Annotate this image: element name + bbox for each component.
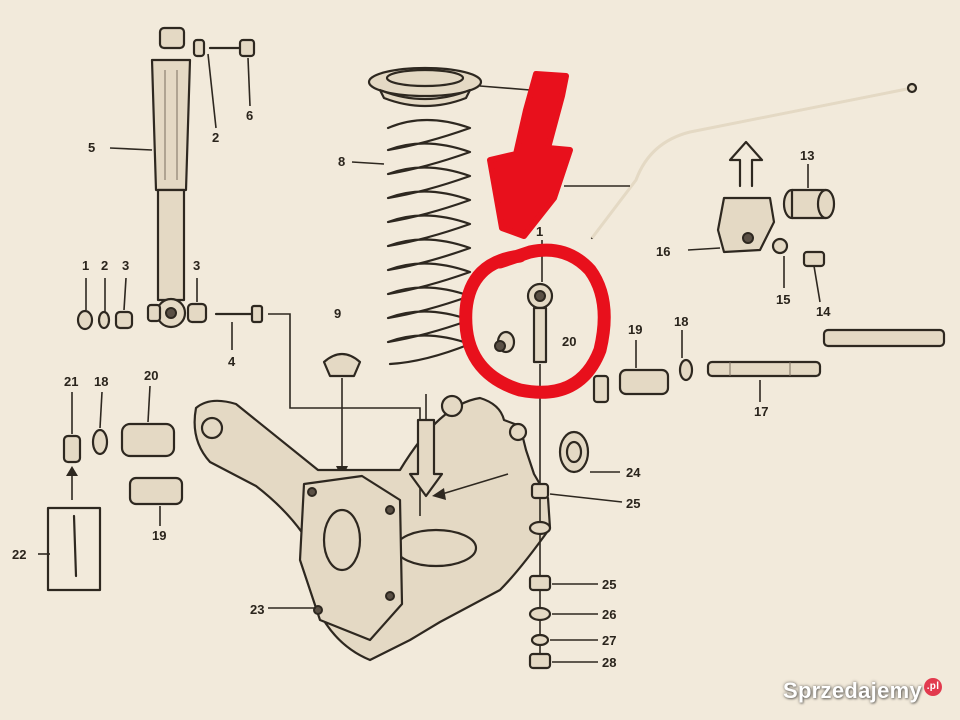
callout-27: 27 <box>602 633 616 648</box>
callout-19: 19 <box>152 528 166 543</box>
callout-6: 6 <box>246 108 253 123</box>
callout-2b: 2 <box>101 258 108 273</box>
callout-20b: 20 <box>562 334 576 349</box>
pin-22 <box>46 466 102 592</box>
red-annotation <box>459 71 611 399</box>
callout-3: 3 <box>122 258 129 273</box>
callout-8: 8 <box>338 154 345 169</box>
assembly-guide-lines <box>268 313 541 656</box>
callout-24: 24 <box>626 465 641 480</box>
link-rod <box>494 282 554 364</box>
callout-25: 25 <box>626 496 640 511</box>
callout-labels: 5 2 6 1 2 3 3 4 8 9 1 20 13 16 15 14 19 … <box>12 108 831 670</box>
watermark-logo: Sprzedajemy.pl <box>783 678 942 704</box>
red-arrow-marker <box>487 71 573 239</box>
pin-17 <box>706 328 946 378</box>
callout-20: 20 <box>144 368 158 383</box>
rubber-bumper <box>322 352 362 478</box>
callout-25b: 25 <box>602 577 616 592</box>
callout-2: 2 <box>212 130 219 145</box>
lower-wishbone <box>193 394 552 662</box>
coil-spring <box>386 118 472 366</box>
callout-1: 1 <box>82 258 89 273</box>
bush-19-right <box>592 358 694 404</box>
leader-lines <box>38 53 821 663</box>
callout-5: 5 <box>88 140 95 155</box>
callout-26: 26 <box>602 607 616 622</box>
callout-14: 14 <box>816 304 831 319</box>
bar-bracket <box>716 140 776 254</box>
shock-absorber <box>146 26 192 329</box>
red-circle-marker <box>459 243 611 399</box>
callout-21: 21 <box>64 374 78 389</box>
callout-13: 13 <box>800 148 814 163</box>
callout-23: 23 <box>250 602 264 617</box>
callout-3b: 3 <box>193 258 200 273</box>
callout-19b: 19 <box>628 322 642 337</box>
stud-parts <box>528 430 590 670</box>
callout-4: 4 <box>228 354 236 369</box>
small-parts-left <box>76 302 264 331</box>
stabilizer-bar <box>590 82 918 240</box>
bush-13 <box>782 188 836 220</box>
callout-22: 22 <box>12 547 26 562</box>
callout-16: 16 <box>656 244 670 259</box>
callout-1b: 1 <box>536 224 543 239</box>
callout-15: 15 <box>776 292 790 307</box>
callout-28: 28 <box>602 655 616 670</box>
callout-9: 9 <box>334 306 341 321</box>
callout-18b: 18 <box>674 314 688 329</box>
washer-bolt-14-15 <box>771 237 826 268</box>
callout-18: 18 <box>94 374 108 389</box>
bolt-6 <box>192 38 256 58</box>
callout-17: 17 <box>754 404 768 419</box>
left-bushes <box>62 422 184 506</box>
spring-seat <box>367 66 483 108</box>
